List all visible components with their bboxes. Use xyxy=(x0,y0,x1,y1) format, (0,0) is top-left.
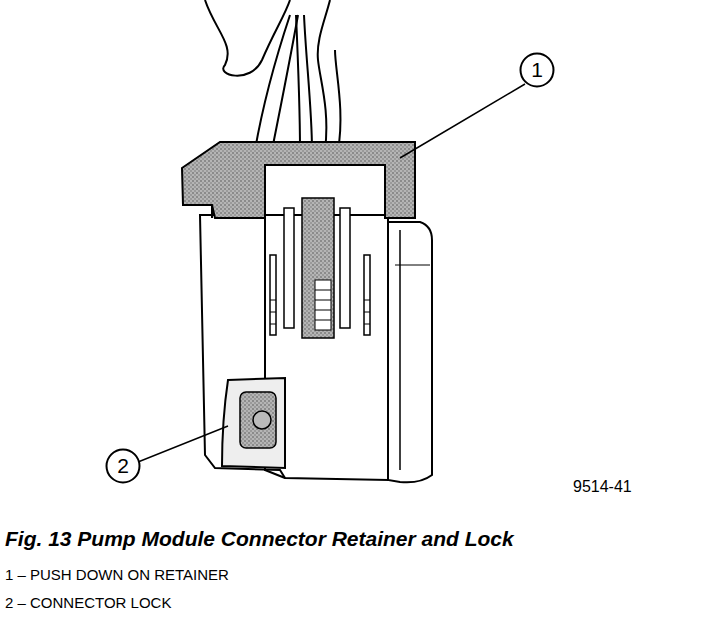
callout-circle: 1 xyxy=(519,52,555,88)
wires xyxy=(205,0,340,150)
legend-item: 2 – CONNECTOR LOCK xyxy=(5,594,171,611)
callout-number: 2 xyxy=(105,448,141,484)
connector-body xyxy=(182,142,432,482)
figure-caption: Fig. 13 Pump Module Connector Retainer a… xyxy=(5,527,514,551)
leader-lines xyxy=(138,84,525,462)
callout-number: 1 xyxy=(519,52,555,88)
legend-item: 1 – PUSH DOWN ON RETAINER xyxy=(5,566,229,583)
callout-circle: 2 xyxy=(105,448,141,484)
figure-number: 9514-41 xyxy=(573,478,632,496)
